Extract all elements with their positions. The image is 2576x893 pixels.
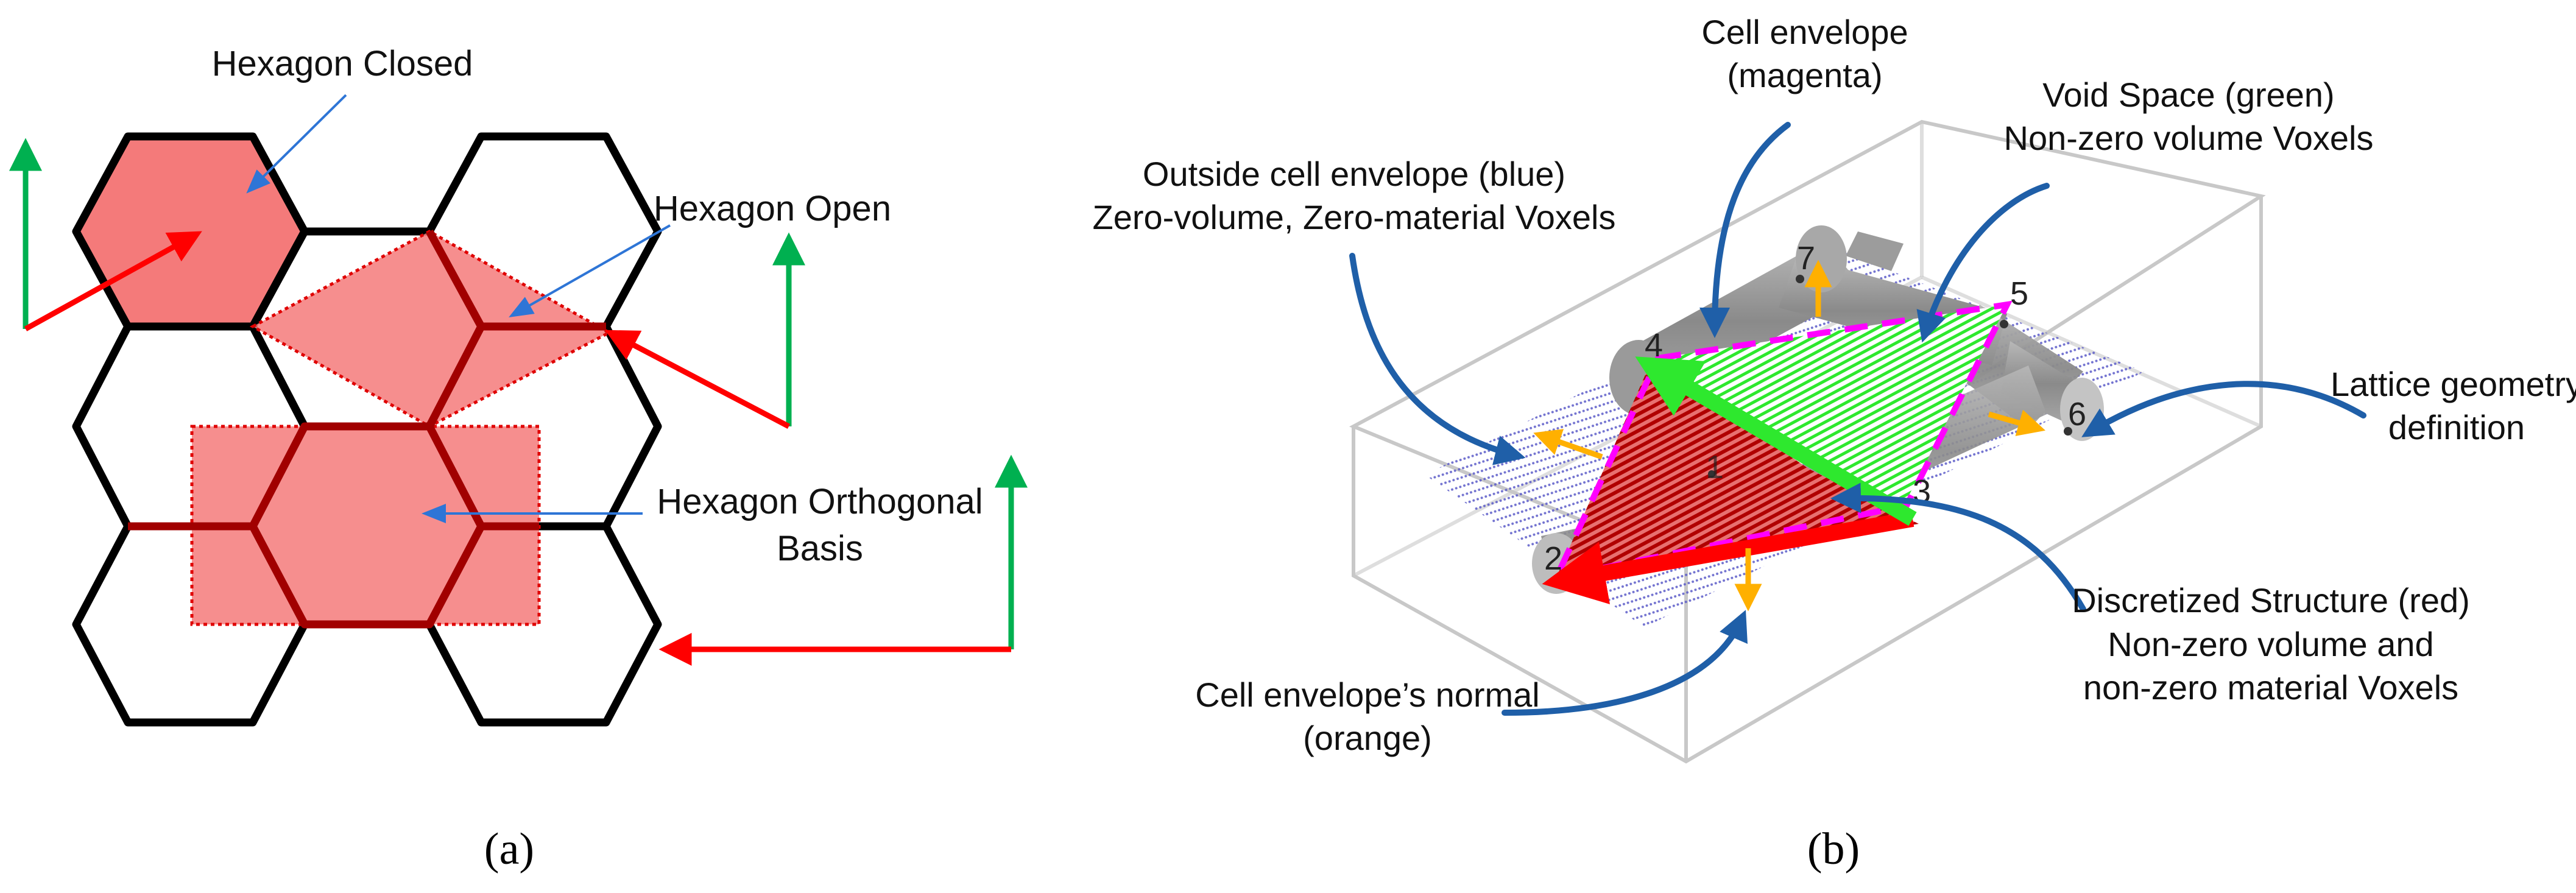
node-label-6: 6 [2068,396,2086,432]
panel-b-callouts [1349,122,2366,716]
label-envelope-normal-orange: (orange) [1303,719,1432,757]
node-label-2: 2 [1544,540,1562,577]
callout-lattice-geometry [2081,381,2366,437]
big-red-vector [1542,511,1914,604]
panel-a: Hexagon Closed Hexagon Open Hexagon Orth… [9,44,1028,874]
label-hexagon-open: Hexagon Open [654,189,891,228]
callout-void-space [1916,183,2050,343]
label-envelope-normal: Cell envelope’s normal [1195,676,1540,714]
label-lattice-definition: definition [2388,408,2525,447]
axes-right-middle [605,232,805,429]
node-markers [1708,275,2072,478]
label-discretized-structure: Discretized Structure (red) [2072,581,2470,619]
axes-top-left [9,138,202,331]
hexagon-overlay-edges [128,229,606,629]
label-cell-envelope-magenta: (magenta) [1727,56,1882,94]
label-hexagon-closed: Hexagon Closed [212,44,473,83]
label-hexagon-orthogonal: Hexagon Orthogonal [657,482,983,521]
node-label-1: 1 [1706,449,1724,485]
label-discretized-nonzero-volume: Non-zero volume and [2108,625,2433,663]
label-hexagon-orthogonal-basis: Basis [777,529,863,568]
label-discretized-nonzero-material: non-zero material Voxels [2083,668,2458,707]
big-green-vector [1635,356,1917,526]
label-cell-envelope: Cell envelope [1701,13,1908,51]
panel-a-callouts [246,94,671,523]
label-lattice-geometry: Lattice geometry [2331,365,2576,403]
panel-b: 1 2 3 4 5 6 7 Cell envelope (magenta) Vo… [1093,13,2576,874]
callout-outside-envelope [1349,253,1526,465]
label-void-space-voxels: Non-zero volume Voxels [2004,119,2374,157]
panel-b-caption: (b) [1807,824,1860,874]
label-outside-envelope-voxels: Zero-volume, Zero-material Voxels [1093,198,1616,236]
callout-cell-envelope [1699,122,1791,338]
callout-discretized-structure [1830,482,2086,612]
label-void-space: Void Space (green) [2042,76,2334,114]
cell-envelope [1551,300,2013,582]
node-label-7: 7 [1797,240,1815,277]
node-label-4: 4 [1645,327,1663,364]
node-label-5: 5 [2010,275,2028,312]
panel-a-caption: (a) [484,824,534,874]
normal-vectors [1533,259,2045,612]
label-outside-envelope: Outside cell envelope (blue) [1143,155,1565,193]
axes-bottom-right [658,454,1028,666]
callout-envelope-normal [1501,610,1748,716]
hexagon-open-diamond [249,230,613,428]
void-space-region [1658,305,2007,518]
